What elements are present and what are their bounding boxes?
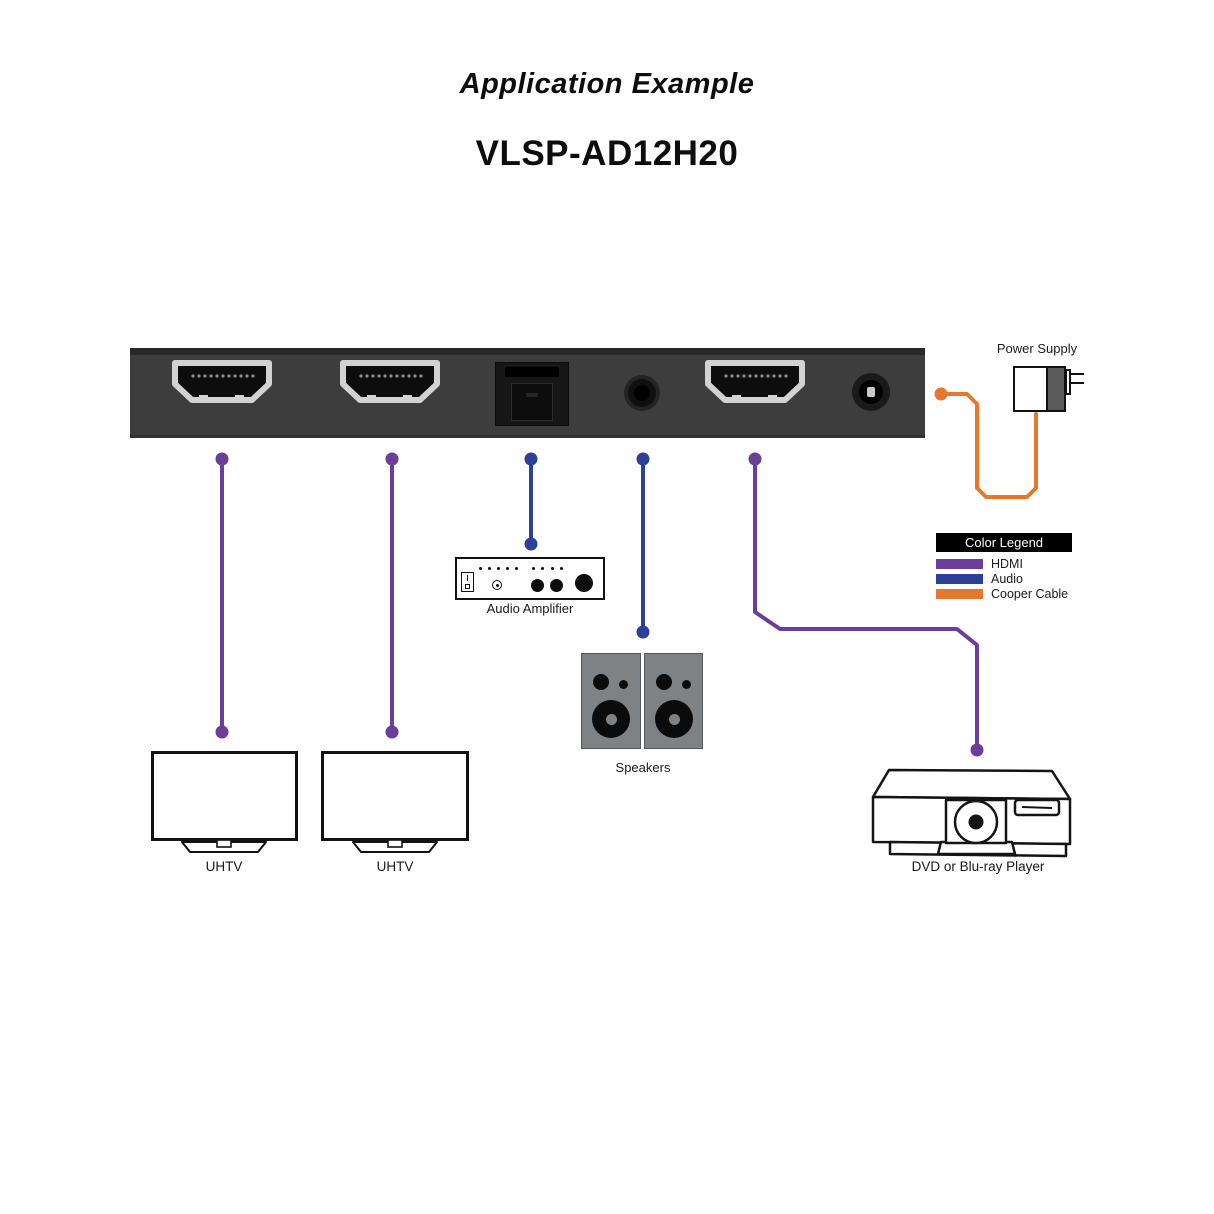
uhtv-2-label: UHTV — [376, 859, 414, 874]
optical-door — [511, 383, 553, 421]
audio-amplifier-label: Audio Amplifier — [486, 601, 574, 616]
speaker-tweeter-small — [619, 680, 628, 689]
hdmi-input-port — [705, 360, 805, 403]
legend-item-label: Cooper Cable — [991, 587, 1069, 601]
amplifier-volume-knob — [575, 574, 593, 592]
power-supply-label: Power Supply — [996, 341, 1078, 356]
hdmi-cable-tv2 — [385, 452, 399, 739]
amplifier-knob — [550, 579, 563, 592]
speaker-woofer — [592, 700, 630, 738]
hdmi-output-port-1 — [172, 360, 272, 403]
copper-color-swatch — [936, 589, 983, 599]
amplifier-knob — [531, 579, 544, 592]
uhtv-2-screen — [321, 751, 469, 841]
model-number: VLSP-AD12H20 — [475, 134, 739, 173]
speaker-tweeter — [593, 674, 609, 690]
power-supply-prong — [1070, 373, 1084, 375]
legend-item-audio: Audio — [936, 573, 1023, 585]
audio-color-swatch — [936, 574, 983, 584]
speaker-right — [644, 653, 703, 749]
amplifier-power-switch — [461, 572, 474, 592]
speaker-woofer — [655, 700, 693, 738]
legend-item-label: HDMI — [991, 557, 1023, 571]
hdmi-output-port-2 — [340, 360, 440, 403]
speaker-tweeter-small — [682, 680, 691, 689]
power-supply-prong — [1070, 382, 1084, 384]
uhtv-2-stand — [352, 840, 438, 853]
dvd-player-label: DVD or Blu-ray Player — [911, 859, 1045, 874]
dvd-player — [871, 768, 1072, 858]
uhtv-1-screen — [151, 751, 298, 841]
page-title: Application Example — [459, 68, 755, 100]
hdmi-color-swatch — [936, 559, 983, 569]
power-supply-plug-block — [1046, 366, 1066, 412]
audio-amplifier — [455, 557, 605, 600]
legend-item-label: Audio — [991, 572, 1023, 586]
dc-power-port — [852, 373, 890, 411]
uhtv-1-label: UHTV — [205, 859, 243, 874]
optical-mark — [526, 393, 538, 397]
optical-slot — [505, 367, 559, 377]
stereo-jack-port — [624, 375, 660, 411]
speaker-tweeter — [656, 674, 672, 690]
speaker-left — [581, 653, 641, 749]
audio-cable-amplifier — [524, 452, 538, 551]
hdmi-cable-tv1 — [215, 452, 229, 739]
amplifier-input-jack — [492, 580, 502, 590]
power-supply-body — [1013, 366, 1048, 412]
legend-item-copper: Cooper Cable — [936, 588, 1068, 600]
hdmi-cable-dvd — [748, 452, 984, 757]
legend-item-hdmi: HDMI — [936, 558, 1023, 570]
optical-audio-port — [495, 362, 569, 426]
color-legend-title: Color Legend — [936, 533, 1072, 552]
speakers-label: Speakers — [615, 760, 671, 775]
audio-cable-speakers — [636, 452, 650, 639]
uhtv-1-stand — [181, 840, 267, 853]
